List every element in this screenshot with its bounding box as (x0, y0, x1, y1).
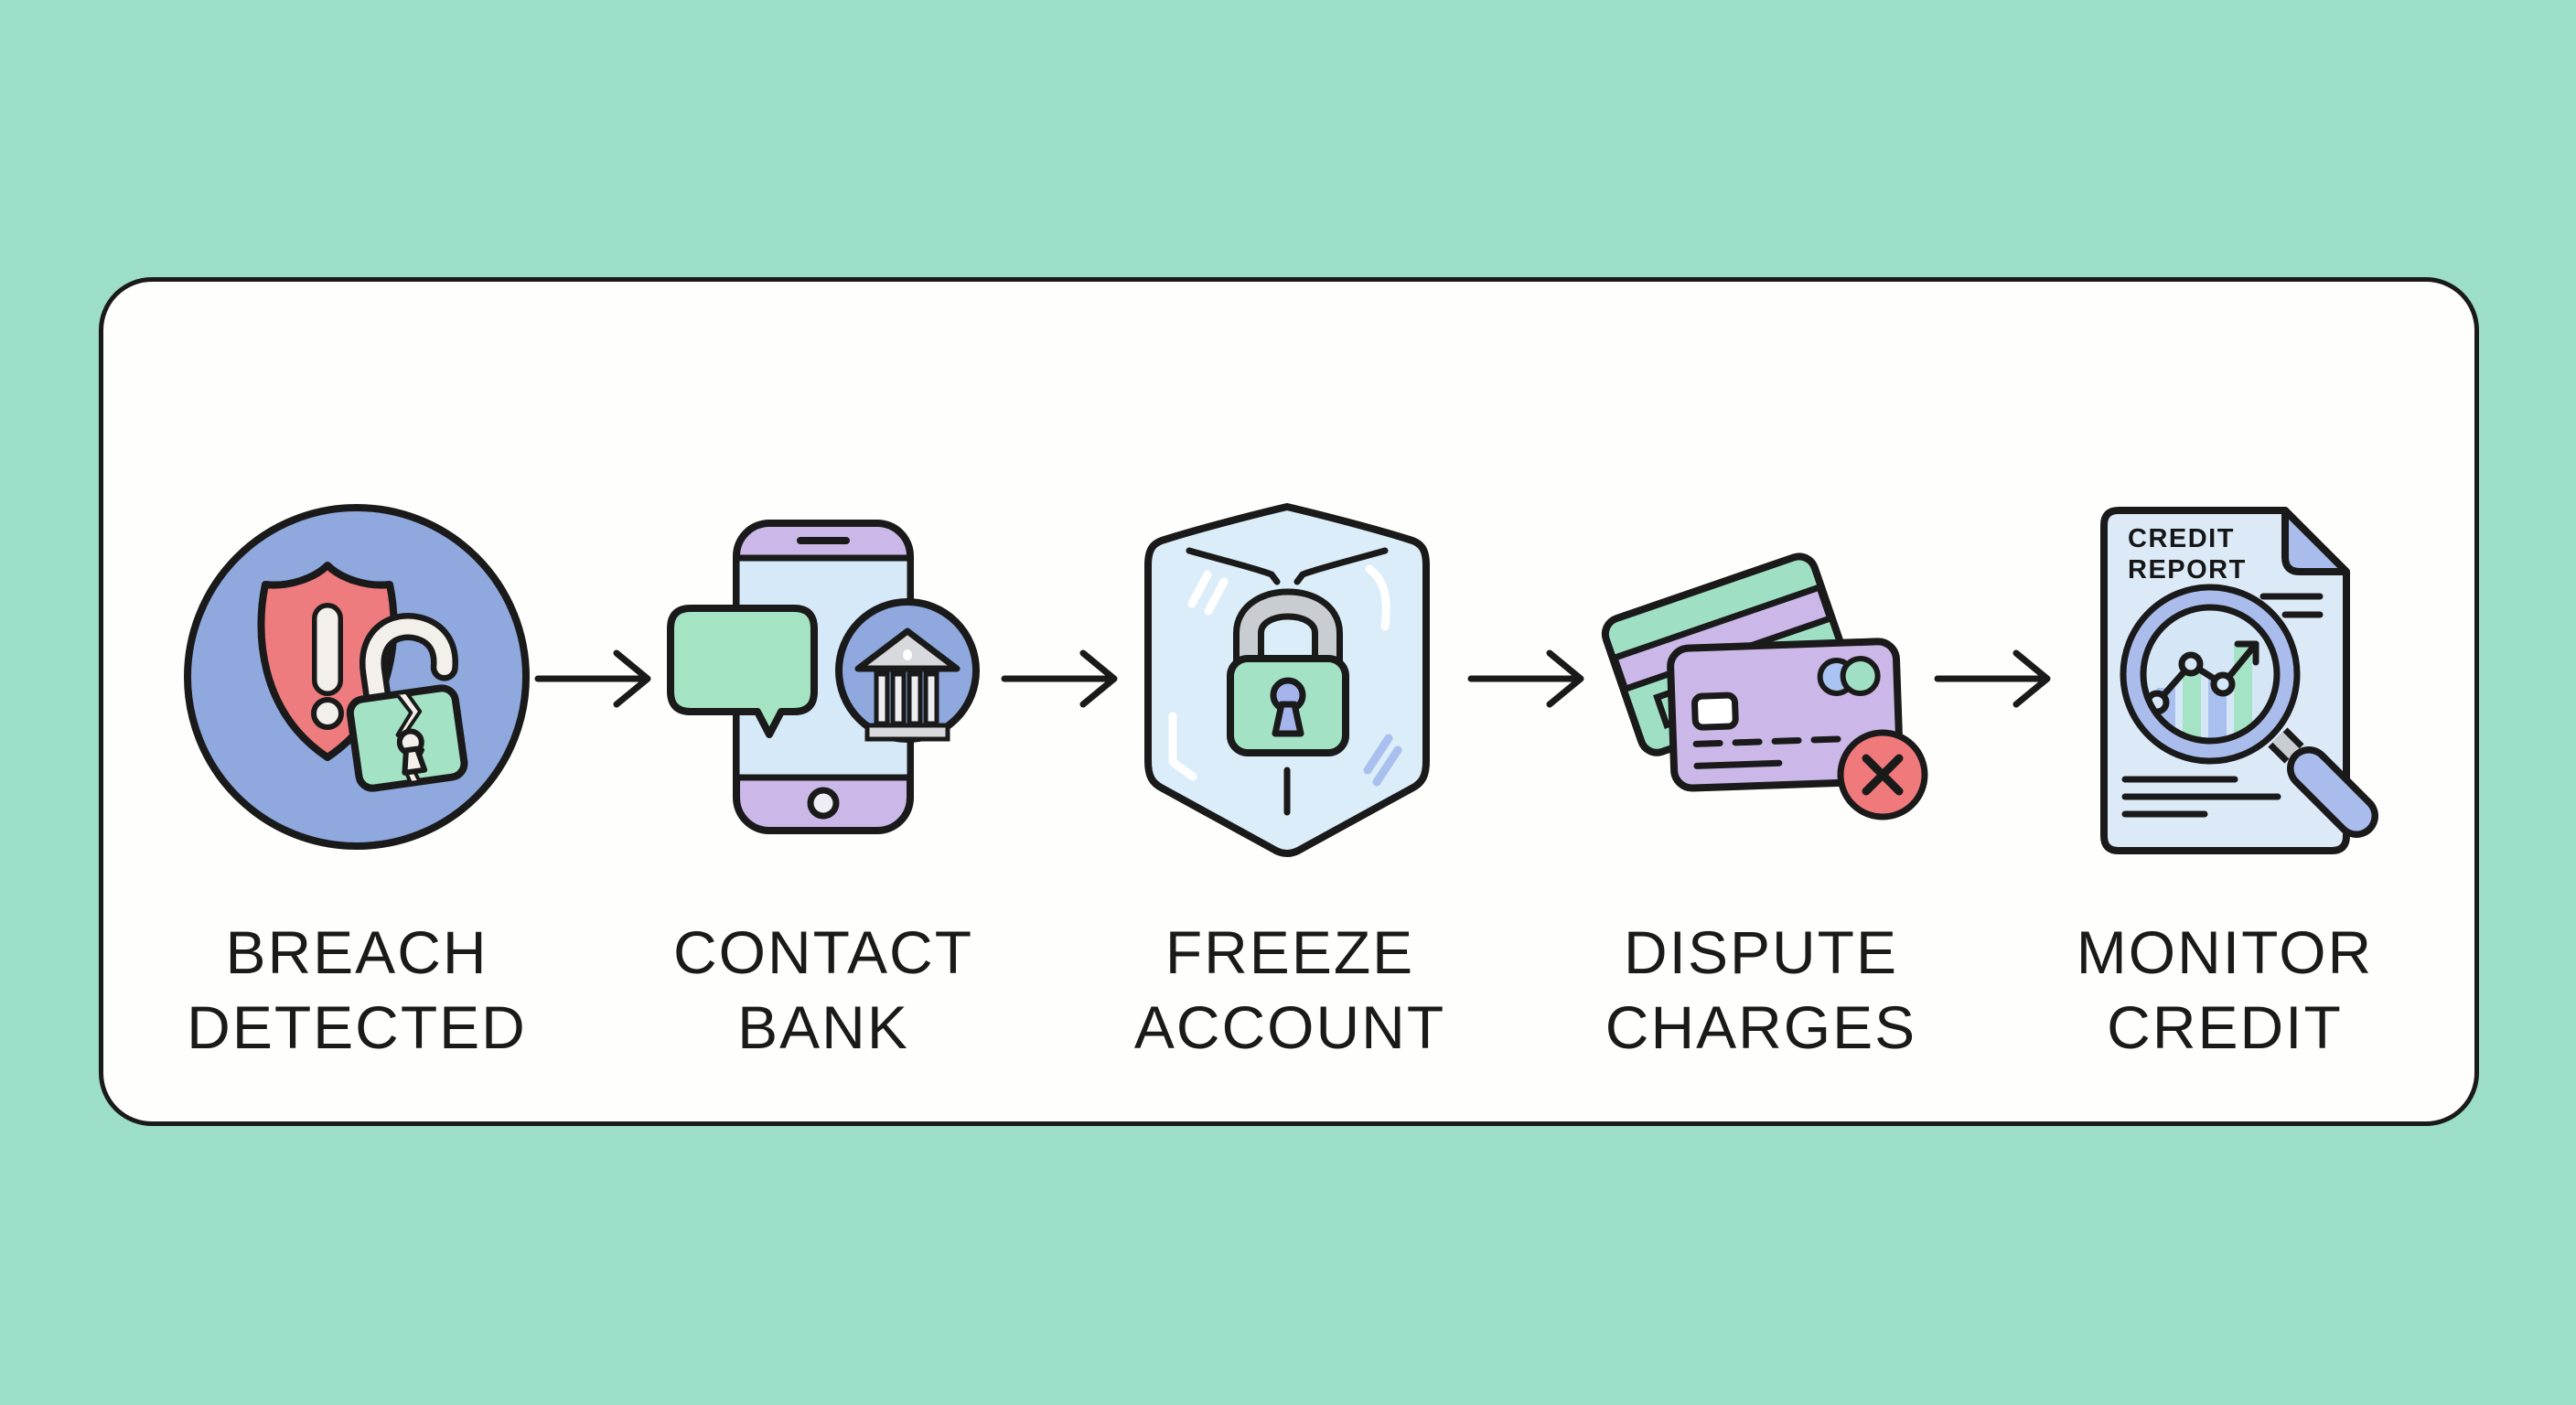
home-button (807, 787, 840, 820)
arrow-icon (1934, 649, 2051, 708)
shield-alert-broken-lock-icon (184, 504, 530, 850)
declined-x-badge (1837, 729, 1928, 820)
arrow-icon (534, 649, 651, 708)
magnifier (2120, 584, 2378, 838)
doc-title-line2: REPORT (2128, 555, 2247, 585)
frozen-padlock-icon (1144, 503, 1430, 857)
label-line: CHARGES (1605, 993, 1917, 1061)
broken-lock (346, 613, 468, 792)
page-fold (2281, 507, 2350, 575)
front-card (1667, 638, 1904, 792)
label-line: MONITOR (2076, 918, 2374, 986)
message-bubble (667, 605, 818, 738)
label-line: CREDIT (2107, 993, 2343, 1061)
step-label-dispute-charges: DISPUTE CHARGES (1541, 915, 1980, 1065)
arrow-icon (1001, 649, 1118, 708)
phone-message-bank-icon (667, 520, 980, 834)
step-label-contact-bank: CONTACT BANK (604, 915, 1043, 1065)
credit-cards-declined-icon (1601, 552, 1928, 820)
step-label-breach-detected: BREACH DETECTED (137, 915, 576, 1065)
label-line: BANK (737, 993, 909, 1061)
bank-badge (835, 598, 980, 743)
padlock (1227, 588, 1349, 756)
label-line: CONTACT (672, 918, 974, 986)
label-line: ACCOUNT (1133, 993, 1446, 1061)
step-label-monitor-credit: MONITOR CREDIT (2005, 915, 2444, 1065)
label-line: DETECTED (187, 993, 527, 1061)
arrow-icon (1467, 649, 1584, 708)
credit-report-magnifier-icon: CREDIT REPORT (2100, 507, 2378, 854)
step-label-freeze-account: FREEZE ACCOUNT (1070, 915, 1509, 1065)
doc-title-line1: CREDIT (2128, 524, 2235, 553)
label-line: FREEZE (1165, 918, 1415, 986)
label-line: DISPUTE (1623, 918, 1899, 986)
label-line: BREACH (225, 918, 488, 986)
